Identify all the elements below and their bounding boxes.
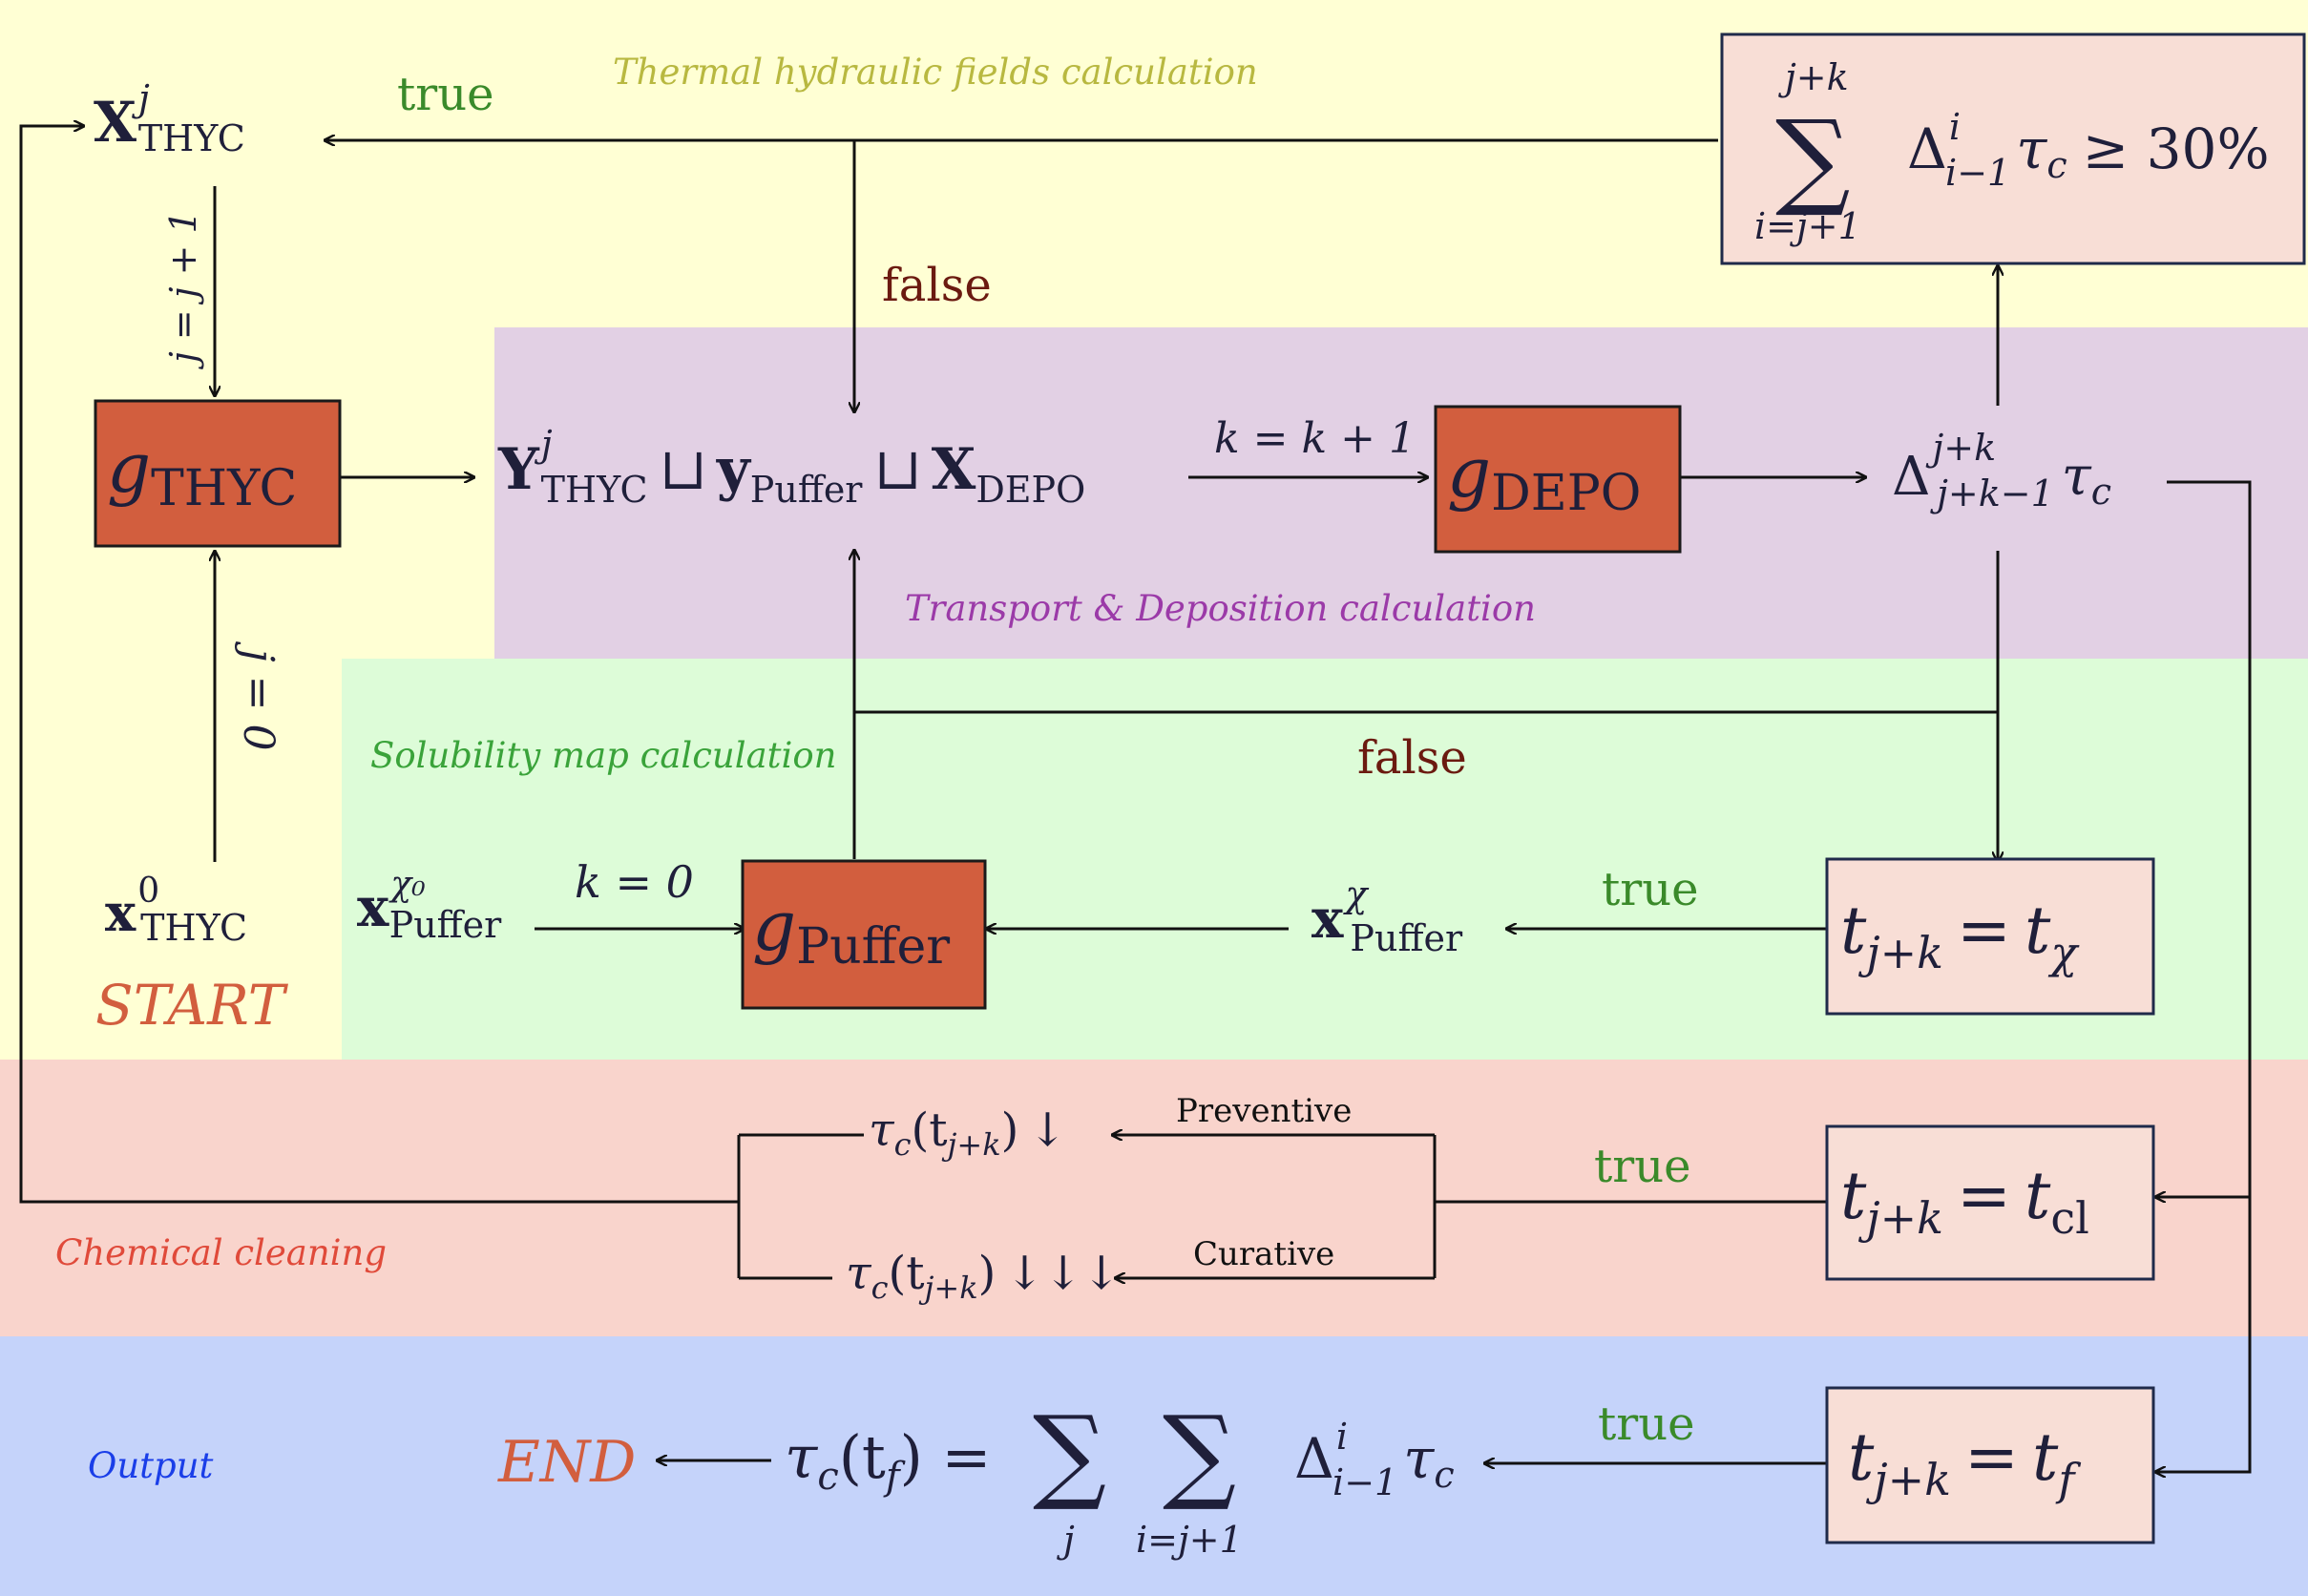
svg-text:j+k: j+k [1778,56,1849,98]
true-label-output: true [1598,1397,1695,1451]
start-label: START [95,973,289,1038]
tau-preventive: τc(tj+k)↓ [869,1103,1067,1163]
true-label-puffer: true [1602,863,1699,916]
svg-text:gPuffer: gPuffer [752,886,950,976]
true-label-cleaning: true [1594,1140,1691,1193]
svg-text:tj+k=tf: tj+k=tf [1848,1420,2081,1505]
transport-region-label: Transport & Deposition calculation [905,588,1536,629]
k-init-label: k = 0 [575,856,694,908]
g-puffer-operator: gPuffer [741,859,987,1010]
false-label-mid: false [1357,731,1467,785]
thermal-region-label: Thermal hydraulic fields calculation [613,52,1258,93]
preventive-label: Preventive [1176,1092,1352,1130]
t-cl-condition-box: tj+k=tcl [1825,1124,2155,1281]
svg-text:τc(tf) =: τc(tf) = [785,1422,992,1499]
k-increment-label: k = k + 1 [1214,414,1416,463]
t-f-condition-box: tj+k=tf [1825,1386,2155,1544]
svg-text:Δii−1τc: Δii−1τc [1294,1416,1455,1503]
connectors [19,126,2252,1472]
true-label-top: true [397,68,494,121]
false-label-top: false [882,259,992,312]
svg-text:∑: ∑ [1163,1395,1236,1514]
tau-curative: τc(tj+k)↓↓↓ [846,1247,1121,1306]
svg-text:i=j+1: i=j+1 [1136,1519,1243,1561]
svg-text:i=j+1: i=j+1 [1754,205,1861,247]
svg-text:Δii−1τc≥ 30%: Δii−1τc≥ 30% [1907,106,2270,194]
t-chi-condition-box: tj+k=tχ [1825,857,2155,1016]
svg-text:∑: ∑ [1033,1395,1106,1514]
j-increment-label: j = j + 1 [162,210,204,369]
g-thyc-operator: gTHYC [94,399,342,548]
cleaning-region-label: Chemical cleaning [55,1232,387,1273]
solubility-region-label: Solubility map calculation [370,735,836,776]
svg-text:tj+k=tcl: tj+k=tcl [1840,1159,2089,1244]
svg-text:gTHYC: gTHYC [107,428,297,517]
end-label: END [497,1429,636,1496]
g-depo-operator: gDEPO [1434,405,1682,554]
curative-label: Curative [1193,1235,1334,1273]
svg-text:gDEPO: gDEPO [1447,432,1641,522]
output-region-label: Output [88,1445,214,1486]
j-init-label: j = 0 [234,640,283,750]
svg-text:∑: ∑ [1775,97,1851,220]
region-transport-deposition [494,327,2308,659]
svg-text:tj+k=tχ: tj+k=tχ [1840,893,2080,978]
